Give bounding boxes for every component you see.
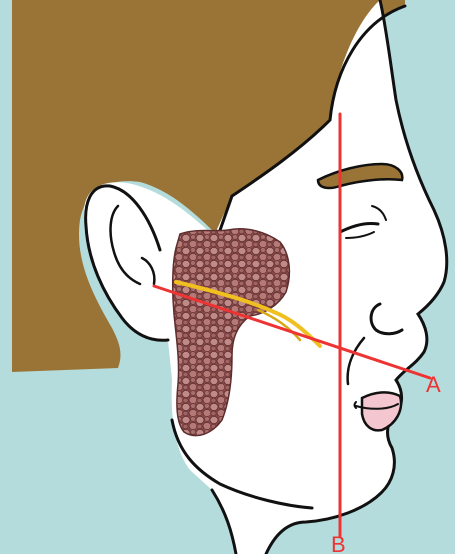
label-b: B [331, 532, 346, 554]
label-a: A [426, 372, 441, 397]
